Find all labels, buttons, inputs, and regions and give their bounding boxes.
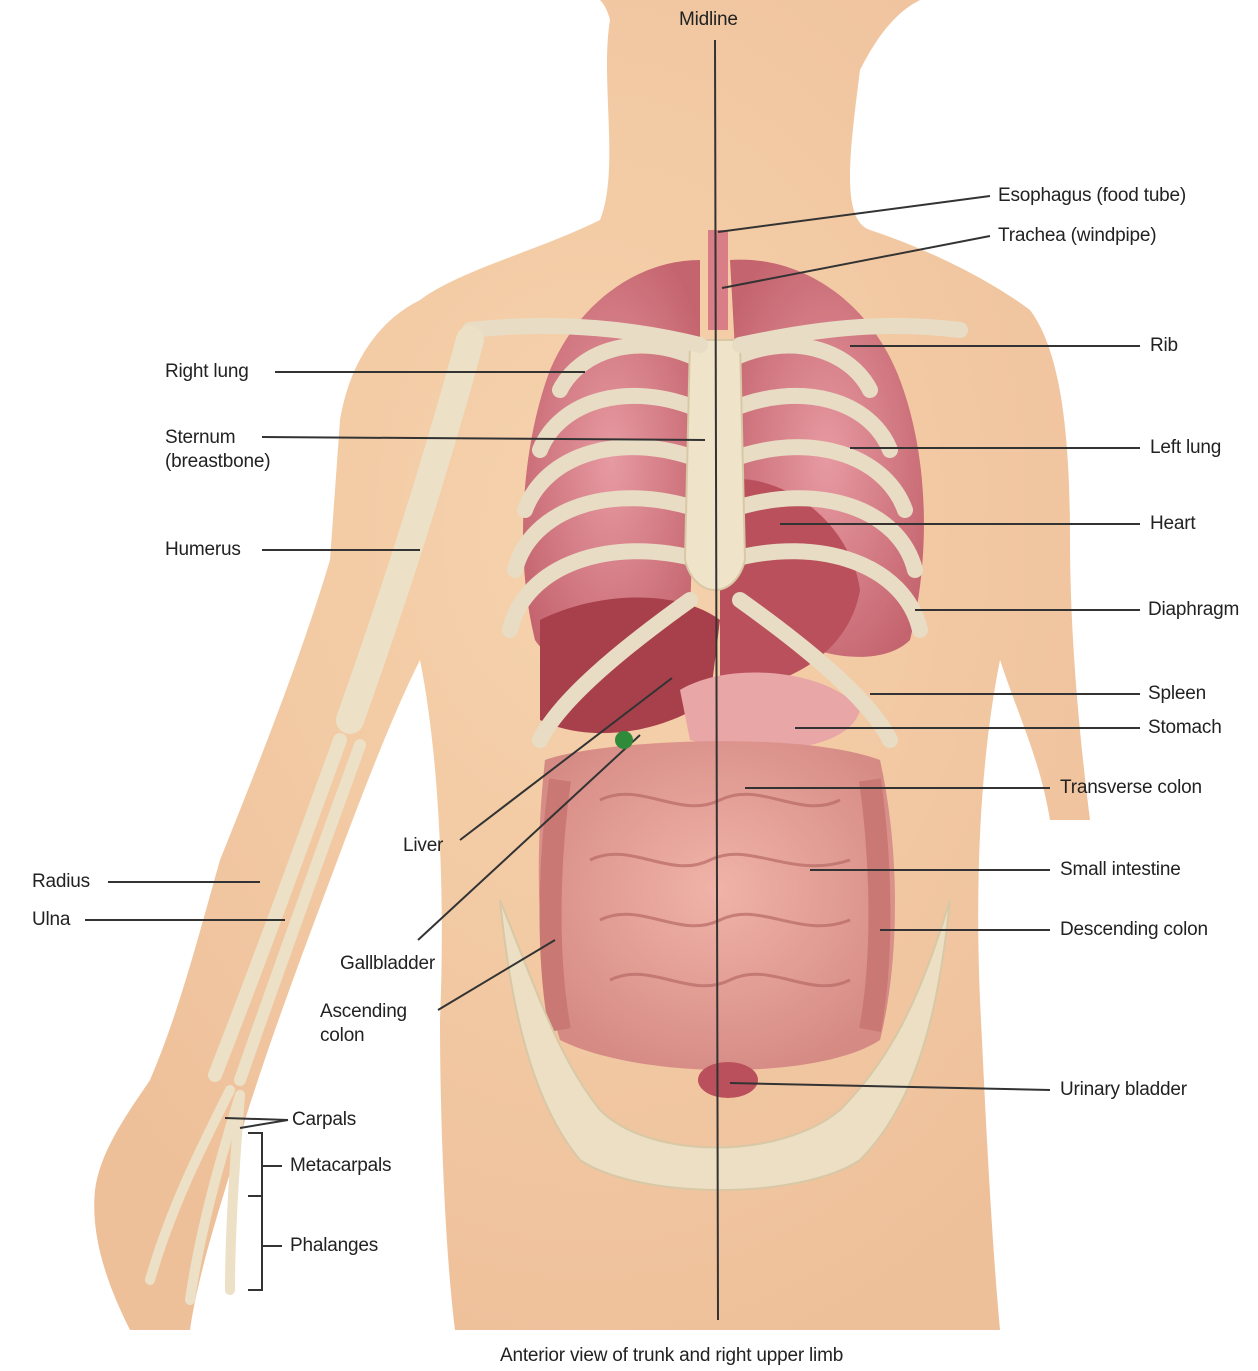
phalanges-label: Phalanges	[290, 1234, 378, 1258]
liver-label: Liver	[403, 834, 443, 858]
figure-caption: Anterior view of trunk and right upper l…	[500, 1344, 843, 1368]
gallbladder-label: Gallbladder	[340, 952, 435, 976]
transverse-colon-label: Transverse colon	[1060, 776, 1202, 800]
left-lung-label: Left lung	[1150, 436, 1221, 460]
trachea-label: Trachea (windpipe)	[998, 224, 1156, 248]
stomach-label: Stomach	[1148, 716, 1222, 740]
sternum-label: Sternum (breastbone)	[165, 426, 270, 474]
trachea-tube	[708, 230, 728, 330]
midline-label: Midline	[679, 8, 738, 32]
right-lung-label: Right lung	[165, 360, 249, 384]
humerus-label: Humerus	[165, 538, 241, 562]
carpals-label: Carpals	[292, 1108, 356, 1132]
ulna-label: Ulna	[32, 908, 70, 932]
metacarpals-label: Metacarpals	[290, 1154, 391, 1178]
diaphragm-label: Diaphragm	[1148, 598, 1258, 622]
esophagus-label: Esophagus (food tube)	[998, 184, 1186, 208]
ascending-colon-label: Ascending colon	[320, 1000, 407, 1048]
gallbladder-marker	[615, 731, 633, 749]
spleen-label: Spleen	[1148, 682, 1206, 706]
heart-label: Heart	[1150, 512, 1195, 536]
urinary-bladder-label: Urinary bladder	[1060, 1078, 1187, 1102]
descending-colon-label: Descending colon	[1060, 918, 1208, 942]
radius-label: Radius	[32, 870, 90, 894]
small-intestine-label: Small intestine	[1060, 858, 1181, 882]
rib-label: Rib	[1150, 334, 1178, 358]
